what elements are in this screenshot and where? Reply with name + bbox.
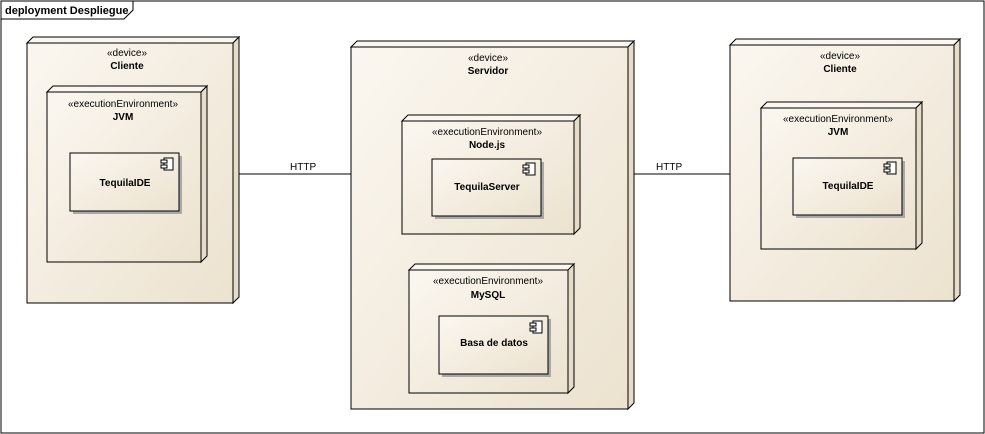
component-basededatos[interactable]: Basa de datos [438, 315, 551, 377]
node-name: Servidor [468, 66, 509, 77]
frame-tab [0, 0, 134, 20]
env-stereotype: «executionEnvironment» [433, 276, 544, 287]
node-top-face [45, 85, 209, 93]
env-stereotype: «executionEnvironment» [432, 127, 543, 138]
node-top-face [759, 101, 924, 109]
component-icon [522, 162, 536, 176]
node-top-face [400, 114, 582, 122]
frame-label: deployment Despliegue [5, 5, 128, 17]
component-name: TequilaIDE [100, 178, 151, 189]
component-tequilaide-right[interactable]: TequilaIDE [792, 157, 905, 218]
env-name: Node.js [469, 140, 506, 151]
node-top-face [728, 38, 962, 46]
node-side-face [573, 113, 581, 236]
node-stereotype: «device» [468, 53, 508, 64]
node-name: Cliente [110, 61, 144, 72]
env-stereotype: «executionEnvironment» [68, 99, 179, 110]
env-stereotype: «executionEnvironment» [783, 114, 894, 125]
http-right-label: HTTP [656, 162, 682, 173]
node-side-face [627, 39, 635, 411]
component-name: TequilaIDE [823, 181, 874, 192]
node-side-face [200, 84, 208, 264]
node-name: Cliente [823, 64, 857, 75]
component-icon [529, 320, 543, 334]
env-name: JVM [828, 127, 849, 138]
component-name: Basa de datos [460, 338, 528, 349]
component-icon [160, 157, 174, 171]
env-name: MySQL [471, 290, 505, 301]
component-tequilaserver[interactable]: TequilaServer [431, 158, 544, 219]
node-side-face [567, 262, 575, 395]
node-side-face [915, 100, 923, 251]
node-top-face [349, 40, 636, 48]
node-stereotype: «device» [107, 48, 147, 59]
component-tequilaide-left[interactable]: TequilaIDE [69, 152, 182, 214]
component-icon [883, 161, 897, 175]
env-name: JVM [113, 112, 134, 123]
node-side-face [953, 37, 961, 303]
node-top-face [407, 263, 576, 271]
node-top-face [25, 36, 241, 44]
http-left-label: HTTP [290, 162, 316, 173]
component-name: TequilaServer [454, 182, 520, 193]
node-stereotype: «device» [820, 51, 860, 62]
node-side-face [232, 35, 240, 305]
